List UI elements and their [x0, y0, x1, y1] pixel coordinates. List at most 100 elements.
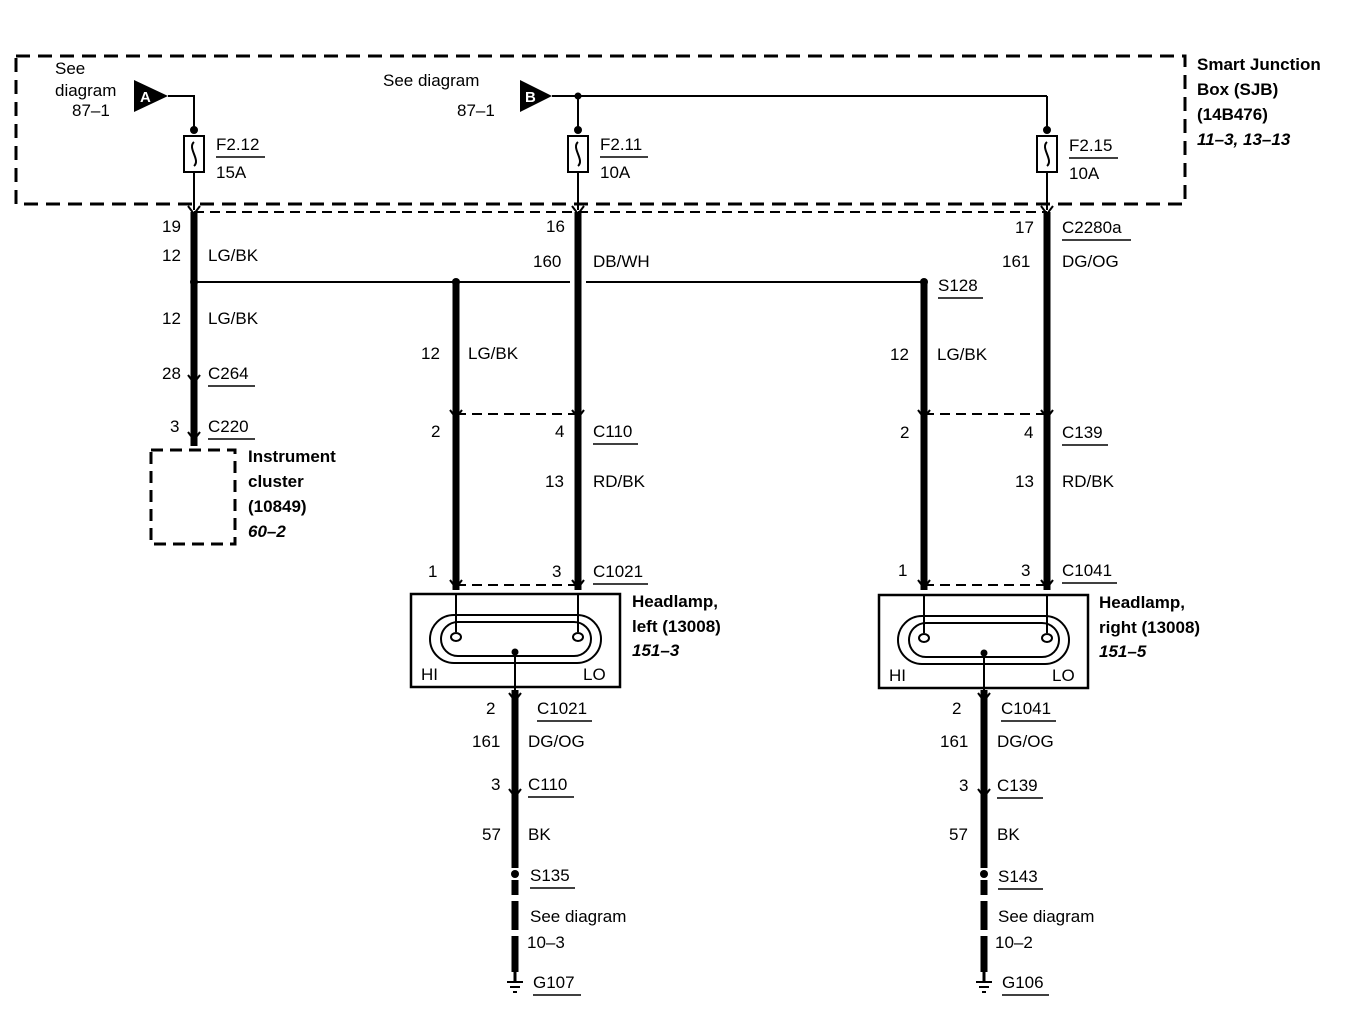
rh-color-b: RD/BK: [1062, 472, 1115, 491]
rh-ground: G106: [1002, 973, 1044, 992]
rh-see-ref: 10–2: [995, 933, 1033, 952]
rh-pin-c: 1: [898, 561, 907, 580]
rh-gnd-circuit2: 57: [949, 825, 968, 844]
feed-b-see: See diagram: [383, 71, 479, 90]
lh-headlamp-icon: [409, 592, 622, 700]
mid-circuit: 160: [533, 252, 561, 271]
rh-name-1: Headlamp,: [1099, 593, 1185, 612]
lh-branch-circuit: 12: [421, 344, 440, 363]
rh-hi: HI: [889, 666, 906, 685]
fuse-f2-15-name: F2.15: [1069, 136, 1112, 155]
lh-gnd-circuit2: 57: [482, 825, 501, 844]
rh-ground-icon: [976, 972, 992, 993]
lh-gnd-color2: BK: [528, 825, 551, 844]
lh-gnd-pin2: 3: [491, 775, 500, 794]
sjb-title-1: Smart Junction: [1197, 55, 1321, 74]
feed-b-ref: 87–1: [457, 101, 495, 120]
lh-c1021-label: C1021: [593, 562, 643, 581]
fuse-f2-12-name: F2.12: [216, 135, 259, 154]
right-color: DG/OG: [1062, 252, 1119, 271]
rh-branch-color: LG/BK: [937, 345, 988, 364]
rh-gnd-pin2: 3: [959, 776, 968, 795]
c264-label: C264: [208, 364, 249, 383]
fuse-f2-11: [567, 126, 589, 210]
lh-pin-d: 3: [552, 562, 561, 581]
feed-a-arrow-icon: [134, 80, 168, 112]
lh-name-2: left (13008): [632, 617, 721, 636]
feed-a-letter: A: [140, 89, 151, 106]
mid-pin-top: 16: [546, 217, 565, 236]
rh-gnd-pin: 2: [952, 699, 961, 718]
sjb-box: [14, 54, 1187, 206]
fuse-f2-15-rating: 10A: [1069, 164, 1100, 183]
left-pin-c220: 3: [170, 417, 179, 436]
lh-color-b: RD/BK: [593, 472, 646, 491]
fuse-f2-12: [183, 126, 205, 210]
left-circuit: 12: [162, 246, 181, 265]
cluster-line-2: cluster: [248, 472, 304, 491]
fuse-f2-11-rating: 10A: [600, 163, 631, 182]
fuse-f2-11-name: F2.11: [600, 135, 642, 154]
sjb-ref: 11–3, 13–13: [1197, 130, 1291, 149]
c2280a-label: C2280a: [1062, 218, 1122, 237]
left-circuit-2: 12: [162, 309, 181, 328]
rh-ref: 151–5: [1099, 642, 1147, 661]
feed-a-see-2: diagram: [55, 81, 116, 100]
right-pin-top: 17: [1015, 218, 1034, 237]
sjb-title-3: (14B476): [1197, 105, 1268, 124]
feed-a-see-1: See: [55, 59, 85, 78]
cluster-line-3: (10849): [248, 497, 307, 516]
lh-see-ref: 10–3: [527, 933, 565, 952]
mid-color: DB/WH: [593, 252, 650, 271]
rh-circuit-b: 13: [1015, 472, 1034, 491]
lh-pin-b: 4: [555, 422, 564, 441]
rh-gnd-conn2: C139: [997, 776, 1038, 795]
lh-pin-c: 1: [428, 562, 437, 581]
left-color-2: LG/BK: [208, 309, 259, 328]
rh-branch-circuit: 12: [890, 345, 909, 364]
feed-a-ref: 87–1: [72, 101, 110, 120]
rh-c1041-label: C1041: [1062, 561, 1112, 580]
lh-ref: 151–3: [632, 641, 680, 660]
lh-gnd-circuit: 161: [472, 732, 500, 751]
lh-branch-color: LG/BK: [468, 344, 519, 363]
rh-c139-label: C139: [1062, 423, 1103, 442]
rh-pin-a: 2: [900, 423, 909, 442]
lh-hi: HI: [421, 665, 438, 684]
rh-name-2: right (13008): [1099, 618, 1200, 637]
lh-see: See diagram: [530, 907, 626, 926]
fuse-f2-12-rating: 15A: [216, 163, 247, 182]
rh-lo: LO: [1052, 666, 1075, 685]
lh-splice: S135: [530, 866, 570, 885]
rh-see: See diagram: [998, 907, 1094, 926]
feed-b-letter: B: [525, 89, 536, 106]
c220-label: C220: [208, 417, 249, 436]
sjb-title-2: Box (SJB): [1197, 80, 1278, 99]
lh-name-1: Headlamp,: [632, 592, 718, 611]
rh-gnd-conn: C1041: [1001, 699, 1051, 718]
rh-gnd-circuit: 161: [940, 732, 968, 751]
lh-lo: LO: [583, 665, 606, 684]
right-circuit: 161: [1002, 252, 1030, 271]
lh-ground: G107: [533, 973, 575, 992]
lh-circuit-b: 13: [545, 472, 564, 491]
left-pin-top: 19: [162, 217, 181, 236]
feed-b-arrow-icon: [520, 80, 552, 112]
lh-ground-icon: [507, 972, 523, 993]
left-pin-c264: 28: [162, 364, 181, 383]
rh-splice: S143: [998, 867, 1038, 886]
instrument-cluster-box: [149, 448, 237, 546]
lh-pin-a: 2: [431, 422, 440, 441]
cluster-ref: 60–2: [248, 522, 286, 541]
left-color: LG/BK: [208, 246, 259, 265]
rh-gnd-color: DG/OG: [997, 732, 1054, 751]
splice-s128: S128: [938, 276, 978, 295]
lh-c110-label: C110: [593, 422, 632, 441]
rh-pin-d: 3: [1021, 561, 1030, 580]
lh-gnd-pin: 2: [486, 699, 495, 718]
lh-gnd-conn: C1021: [537, 699, 587, 718]
lh-gnd-color: DG/OG: [528, 732, 585, 751]
rh-headlamp-icon: [877, 593, 1090, 700]
feed-a-wire: [168, 95, 195, 130]
